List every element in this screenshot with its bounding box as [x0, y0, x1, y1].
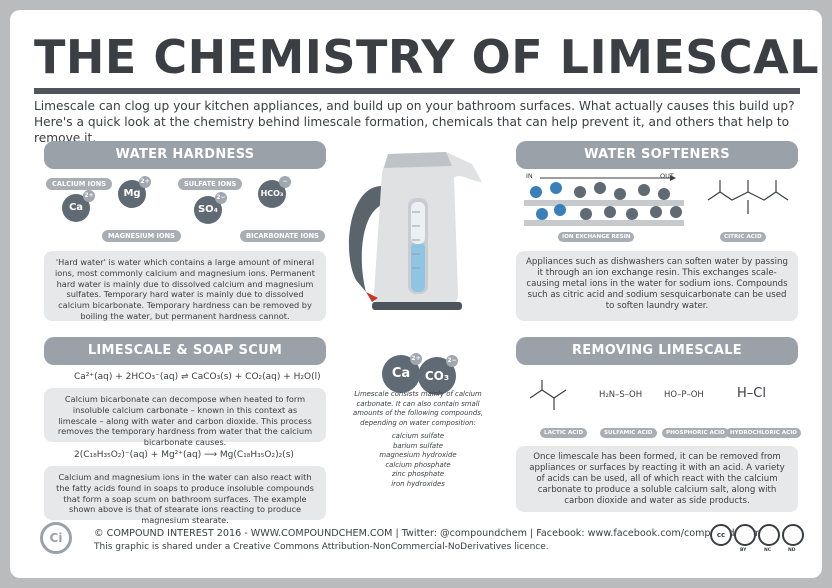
out-label: OUT — [660, 172, 674, 180]
compound-item: iron hydroxides — [391, 479, 445, 488]
noderivatives-icon — [782, 524, 804, 546]
magnesium-ion-charge: 2+ — [139, 176, 151, 188]
center-calcium-ion: Ca 2+ — [382, 353, 422, 393]
footer-credits: © COMPOUND INTEREST 2016 - WWW.COMPOUNDC… — [94, 528, 762, 539]
limescale-text: Calcium bicarbonate can decompose when h… — [44, 388, 326, 447]
title-bar: THE CHEMISTRY OF LIMESCALE — [34, 26, 822, 94]
center-calcium-symbol: Ca — [391, 366, 411, 381]
noncommercial-icon — [758, 524, 780, 546]
sulfate-ions-label: SULFATE IONS — [178, 178, 243, 190]
attribution-icon — [734, 524, 756, 546]
cc-icon: cc — [710, 524, 732, 546]
water-hardness-header: WATER HARDNESS — [44, 141, 326, 169]
removing-limescale-text: Once limescale has been formed, it can b… — [516, 446, 798, 512]
citric-acid-label: CITRIC ACID — [720, 232, 766, 242]
bicarbonate-ion-charge: − — [279, 176, 291, 188]
phosphoric-acid-formula: HO–P–OH — [664, 390, 704, 400]
kettle-illustration — [348, 152, 482, 310]
water-hardness-text: 'Hard water' is water which contains a l… — [44, 251, 326, 321]
sulfamic-acid-label: SULFAMIC ACID — [600, 428, 657, 438]
bicarbonate-ions-label: BICARBONATE IONS — [240, 230, 325, 242]
by-caption: BY — [740, 548, 747, 553]
poster: THE CHEMISTRY OF LIMESCALE Limescale can… — [10, 10, 822, 578]
sulfamic-acid-formula: H₂N–S–OH — [599, 390, 643, 400]
in-label: IN — [526, 172, 533, 180]
hydrochloric-acid-label: HYDROCHLORIC ACID — [726, 428, 801, 438]
equation-stearate: 2(C₁₈H₃₅O₂)⁻(aq) + Mg²⁺(aq) ⟶ Mg(C₁₈H₃₅O… — [74, 450, 294, 460]
soap-scum-text: Calcium and magnesium ions in the water … — [44, 466, 326, 525]
page-title: THE CHEMISTRY OF LIMESCALE — [34, 30, 822, 84]
center-carbonate-symbol: CO₃ — [424, 369, 450, 383]
compound-list: calcium sulfate barium sulfate magnesium… — [350, 432, 486, 489]
compound-item: calcium sulfate — [391, 432, 445, 440]
bicarbonate-ion: HCO₃− — [258, 176, 291, 208]
calcium-ions-label: CALCIUM IONS — [46, 178, 112, 190]
water-softeners-text: Appliances such as dishwashers can softe… — [516, 251, 798, 321]
soap-scum-header: LIMESCALE & SOAP SCUM — [44, 337, 326, 365]
removing-limescale-header: REMOVING LIMESCALE — [516, 337, 798, 365]
calcium-ion-symbol: Ca — [68, 202, 84, 213]
water-softeners-header: WATER SOFTENERS — [516, 141, 798, 169]
compound-item: zinc phosphate — [391, 470, 445, 478]
magnesium-ion-symbol: Mg — [123, 188, 141, 199]
compound-interest-logo: Ci — [40, 522, 72, 554]
center-carbonate-charge: 2− — [446, 355, 458, 367]
limescale-composition: Limescale consists mainly of calcium car… — [350, 390, 486, 489]
sulfate-ion-symbol: SO₄ — [197, 204, 219, 215]
hydrochloric-acid-formula: H–Cl — [737, 386, 766, 401]
ion-exchange-label: ION EXCHANGE RESIN — [558, 232, 635, 242]
ion-exchange-diagram — [524, 175, 684, 226]
equation-bicarbonate: Ca²⁺(aq) + 2HCO₃⁻(aq) ⇌ CaCO₃(s) + CO₂(a… — [74, 372, 321, 382]
lactic-acid-structure — [529, 380, 567, 410]
magnesium-ions-label: MAGNESIUM IONS — [102, 230, 181, 242]
calcium-ion-charge: 2+ — [83, 190, 95, 202]
sulfate-ion-charge: 2− — [215, 192, 227, 204]
footer: Ci © COMPOUND INTEREST 2016 - WWW.COMPOU… — [10, 522, 822, 578]
lactic-acid-label: LACTIC ACID — [540, 428, 588, 438]
intro-text: Limescale can clog up your kitchen appli… — [34, 99, 795, 145]
center-calcium-charge: 2+ — [410, 353, 422, 365]
nc-caption: NC — [764, 548, 772, 553]
footer-licence: This graphic is shared under a Creative … — [94, 542, 549, 552]
compound-item: barium sulfate — [392, 441, 444, 450]
compound-item: magnesium hydroxide — [379, 451, 457, 459]
center-carbonate-ion: CO₃ 2− — [418, 355, 458, 395]
phosphoric-acid-label: PHOSPHORIC ACID — [662, 428, 729, 438]
composition-intro: Limescale consists mainly of calcium car… — [352, 390, 484, 427]
nd-caption: ND — [788, 548, 796, 553]
citric-acid-structure — [707, 180, 789, 214]
compound-item: calcium phosphate — [385, 460, 451, 469]
bicarbonate-ion-symbol: HCO₃ — [260, 189, 284, 198]
